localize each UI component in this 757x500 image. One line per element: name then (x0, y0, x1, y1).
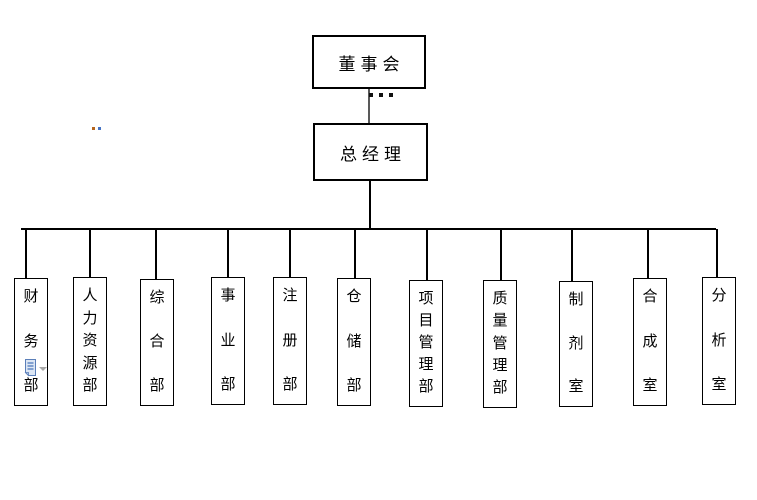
dept-box-warehouse[interactable]: 仓储部 (337, 278, 371, 406)
dept-connector (25, 229, 27, 278)
dept-label-char: 部 (149, 378, 165, 394)
dept-connector (426, 229, 428, 280)
dept-connector (354, 229, 356, 278)
dept-label-char: 力 (82, 310, 98, 327)
dept-label-char: 人 (82, 288, 98, 304)
dept-connector (227, 229, 229, 277)
board-label: 董事会 (338, 54, 405, 74)
dept-label-char: 务 (23, 333, 39, 350)
dept-label-char: 剂 (568, 335, 584, 352)
dept-box-synthesis-room[interactable]: 合成室 (633, 278, 667, 406)
dept-label-char: 部 (346, 378, 362, 394)
dept-label-char: 项 (418, 291, 434, 307)
dept-label-char: 合 (149, 334, 165, 350)
dept-box-business[interactable]: 事业部 (211, 277, 245, 405)
dot-icon (379, 93, 383, 97)
dept-box-preparation-room[interactable]: 制剂室 (559, 281, 593, 407)
dept-label-char: 仓 (346, 289, 362, 305)
dept-label-char: 资 (82, 333, 98, 349)
dept-label-char: 析 (711, 332, 727, 349)
connector-gm-trunk (369, 181, 371, 229)
dept-box-registration[interactable]: 注册部 (273, 277, 307, 405)
connector-horizontal-rail (21, 228, 716, 230)
dept-label-char: 理 (492, 357, 508, 374)
dot-icon (389, 93, 393, 97)
dept-connector (89, 229, 91, 277)
dept-label-char: 综 (149, 290, 165, 306)
stray-dot-orange (92, 127, 95, 130)
dept-box-general-affairs[interactable]: 综合部 (140, 279, 174, 406)
dept-label-char: 部 (492, 380, 508, 396)
dept-connector (716, 229, 718, 277)
dept-label-char: 财 (23, 289, 39, 305)
dept-label-char: 管 (492, 335, 508, 352)
dept-label-char: 质 (492, 291, 508, 307)
dept-box-finance[interactable]: 财务部 (14, 278, 48, 406)
chevron-down-icon[interactable] (39, 367, 47, 371)
dept-label-char: 部 (23, 378, 39, 394)
dept-label-char: 储 (346, 333, 362, 350)
dept-box-project-management[interactable]: 项目管理部 (409, 280, 443, 407)
dept-label-char: 册 (282, 332, 298, 349)
paste-options-icon (24, 359, 36, 377)
dept-connector (500, 229, 502, 280)
dept-label-char: 室 (568, 379, 584, 395)
dept-label-char: 事 (220, 288, 236, 304)
dept-label-char: 理 (418, 357, 434, 373)
dept-label-char: 室 (711, 377, 727, 393)
dept-label-char: 量 (492, 313, 508, 330)
dept-label-char: 成 (642, 333, 658, 350)
dept-box-quality-management[interactable]: 质量管理部 (483, 280, 517, 408)
paste-options-button[interactable] (21, 358, 47, 378)
dept-box-analysis-room[interactable]: 分析室 (702, 277, 736, 405)
dept-label-char: 部 (82, 378, 98, 394)
connector-board-gm (368, 89, 370, 123)
dept-label-char: 部 (418, 379, 434, 395)
ellipsis-dots-icon (369, 93, 393, 97)
dept-label-char: 源 (82, 355, 98, 372)
dept-label-char: 注 (282, 288, 298, 304)
stray-marks-icon (92, 127, 101, 130)
stray-dot-blue (98, 127, 101, 130)
dept-label-char: 部 (220, 377, 236, 393)
dept-label-char: 管 (418, 335, 434, 351)
dept-label-char: 业 (220, 332, 236, 349)
dept-label-char: 制 (568, 292, 584, 308)
dot-icon (369, 93, 373, 97)
dept-box-human-resources[interactable]: 人力资源部 (73, 277, 107, 406)
dept-connector (289, 229, 291, 277)
dept-label-char: 部 (282, 377, 298, 393)
dept-connector (571, 229, 573, 281)
dept-label-char: 合 (642, 289, 658, 305)
dept-label-char: 分 (711, 288, 727, 304)
org-box-general-manager[interactable]: 总经理 (313, 123, 428, 181)
gm-label: 总经理 (340, 144, 406, 164)
dept-connector (647, 229, 649, 278)
dept-label-char: 目 (418, 313, 434, 329)
org-box-board[interactable]: 董事会 (312, 35, 426, 89)
dept-label-char: 室 (642, 378, 658, 394)
dept-connector (155, 229, 157, 279)
